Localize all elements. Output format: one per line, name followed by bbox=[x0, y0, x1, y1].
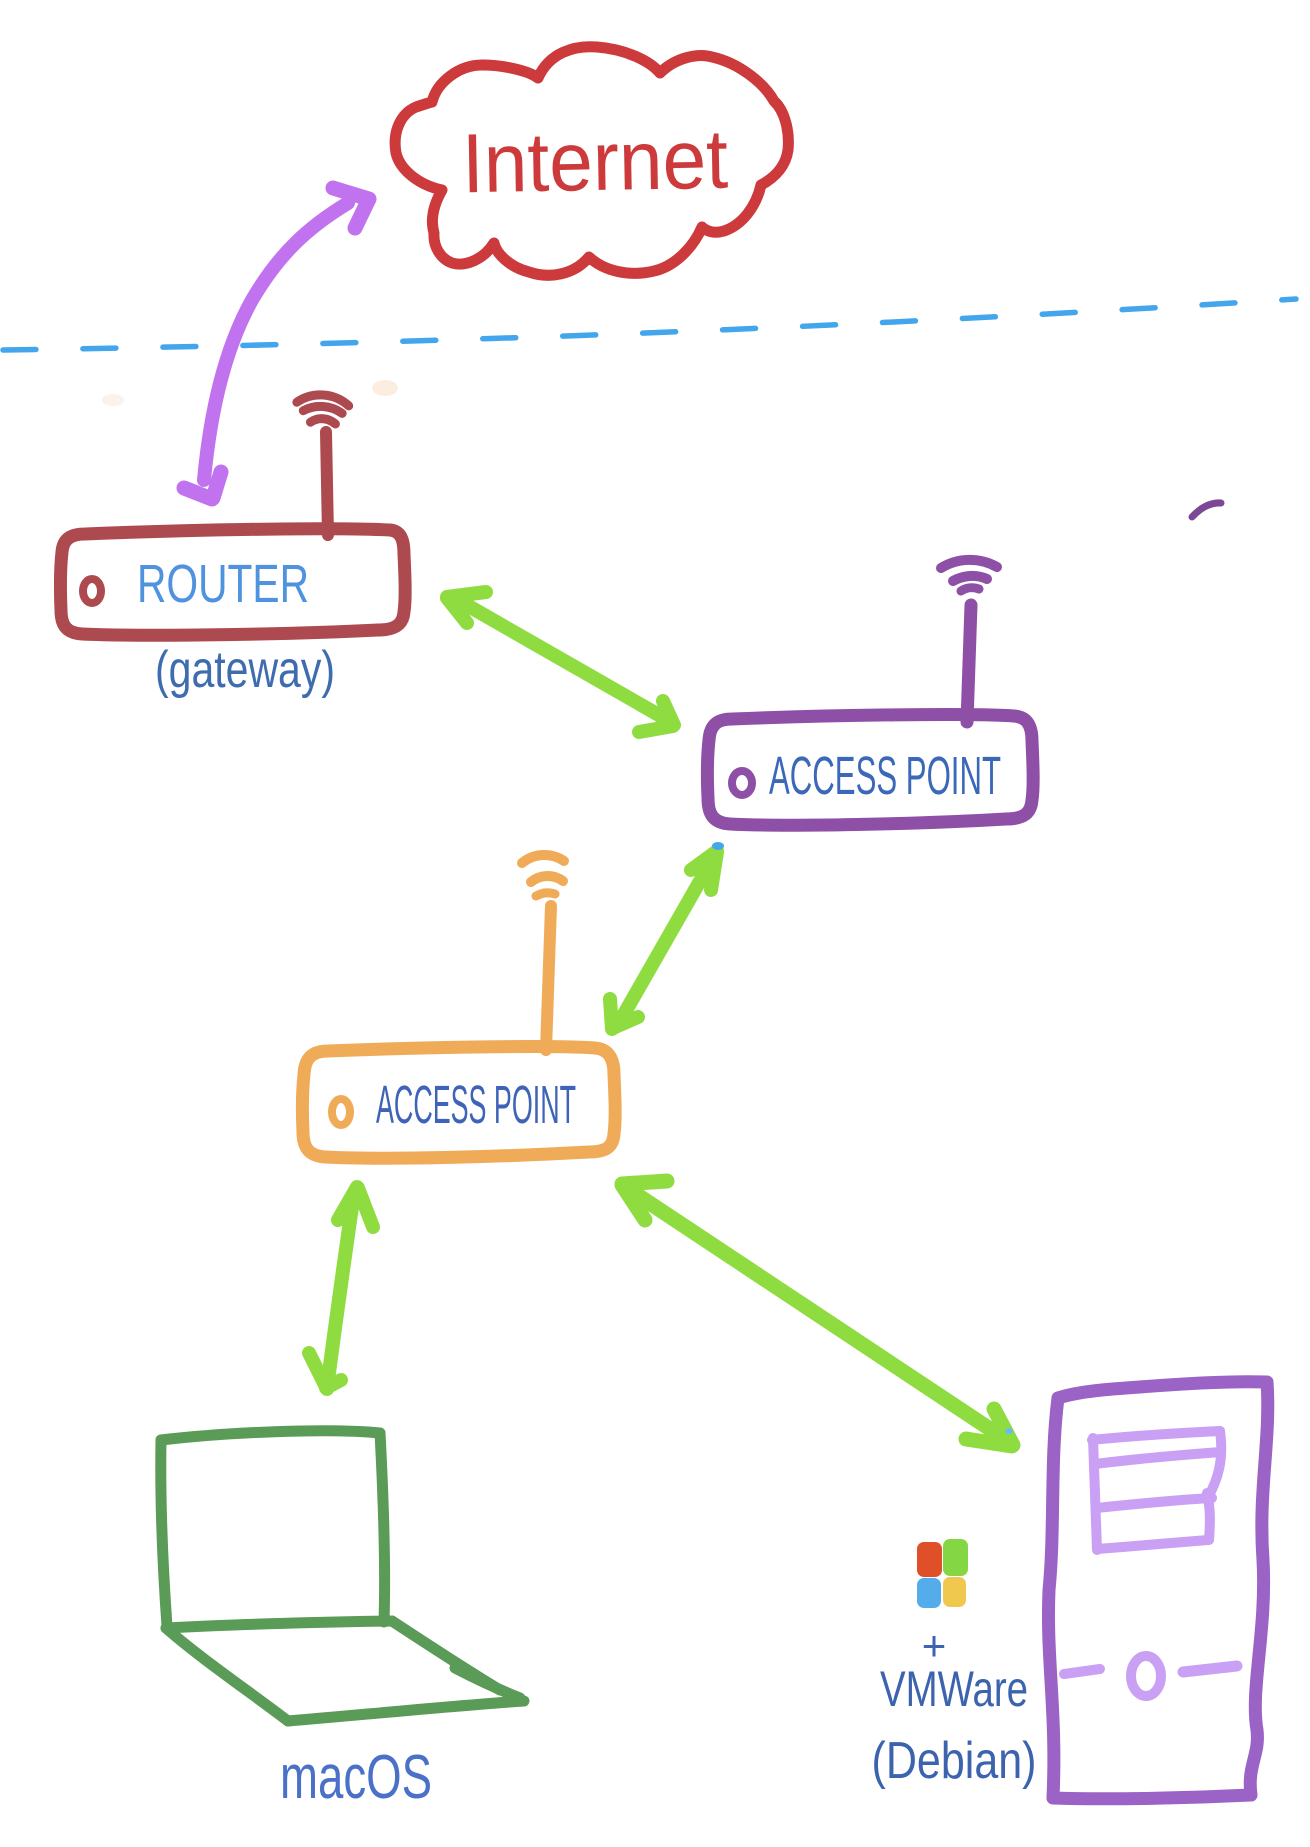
svg-text:ROUTER: ROUTER bbox=[137, 554, 309, 614]
svg-text:(gateway): (gateway) bbox=[155, 641, 335, 699]
svg-text:VMWare: VMWare bbox=[880, 1661, 1028, 1717]
svg-text:ACCESS POINT: ACCESS POINT bbox=[376, 1075, 576, 1135]
svg-text:ACCESS POINT: ACCESS POINT bbox=[769, 746, 1001, 806]
svg-text:Internet: Internet bbox=[461, 112, 729, 211]
svg-text:+: + bbox=[922, 1622, 947, 1669]
svg-text:(Debian): (Debian) bbox=[872, 1732, 1037, 1790]
svg-text:macOS: macOS bbox=[280, 1743, 432, 1812]
